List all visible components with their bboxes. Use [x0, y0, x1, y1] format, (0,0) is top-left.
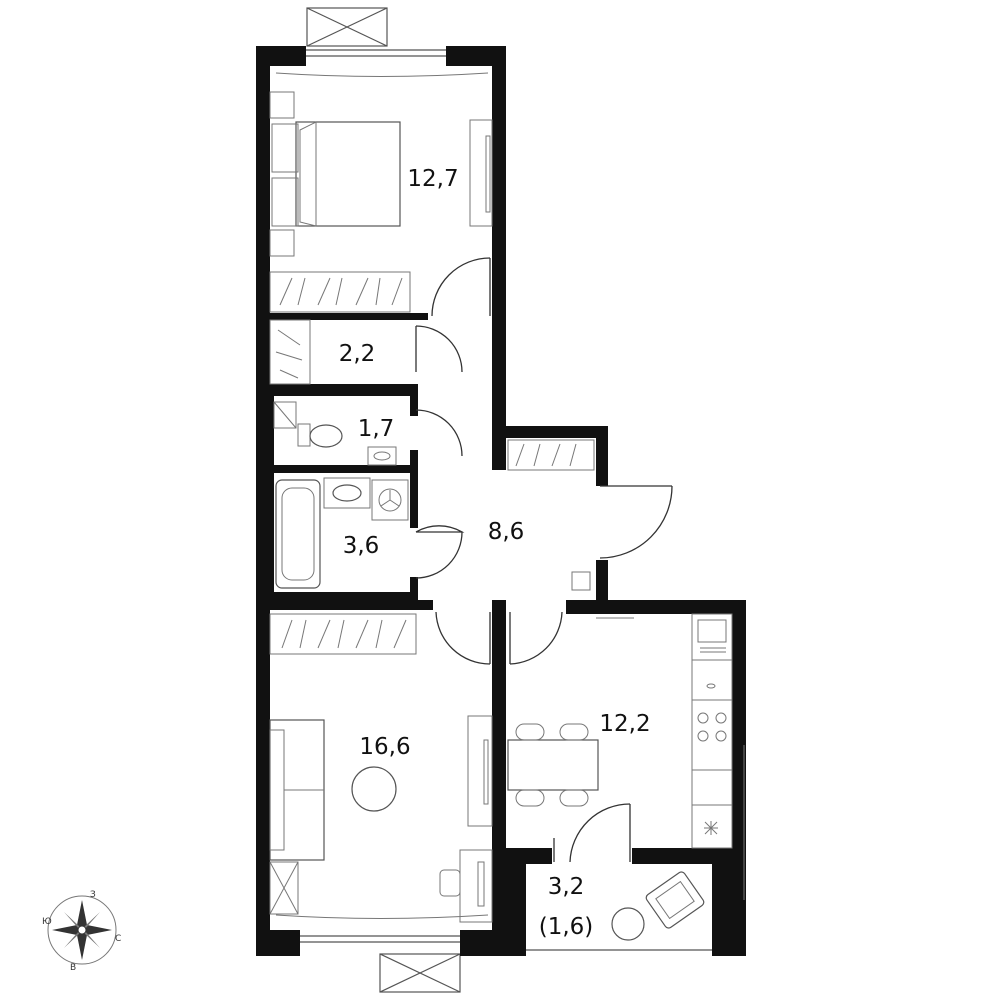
compass-north-label: С	[115, 934, 121, 944]
area-label-wardrobe: 2,2	[339, 341, 376, 367]
compass-east-label: В	[70, 963, 76, 973]
bedroom-tv-stand-icon	[469, 119, 493, 227]
stove-icon	[697, 712, 727, 742]
dining-table-icon	[507, 723, 599, 807]
window-top-ac-unit	[306, 7, 388, 47]
bathroom-sink-icon	[323, 477, 371, 509]
kitchen-tap-icon	[706, 683, 716, 689]
walls	[256, 46, 746, 956]
armchair-icon	[645, 871, 705, 929]
kitchen-counter-icon	[691, 613, 733, 849]
compass-south-label: Ю	[42, 917, 52, 927]
desk-icon	[439, 849, 493, 923]
area-label-kitchen: 12,2	[599, 711, 650, 737]
dresser-icon	[269, 861, 299, 915]
compass-west-label: З	[90, 890, 96, 900]
area-label-loggia-reduced: (1,6)	[539, 914, 594, 940]
fridge-icon	[704, 821, 718, 835]
area-label-hall: 8,6	[488, 519, 525, 545]
area-label-living-room: 16,6	[359, 734, 410, 760]
kitchen-sink-icon	[697, 619, 727, 653]
sofa-icon	[269, 719, 325, 861]
bed-icon	[269, 91, 401, 257]
area-label-toilet: 1,7	[358, 416, 395, 442]
living-tv-stand-icon	[467, 715, 493, 827]
coffee-table-icon	[351, 766, 397, 812]
area-label-loggia: 3,2	[548, 874, 585, 900]
compass-rose-icon: З Ю С В	[42, 890, 121, 973]
storage-shelves-icon	[269, 319, 311, 385]
window-bottom-ac-unit	[379, 953, 461, 993]
hall-shelves-icon	[507, 439, 595, 471]
toilet-icon	[297, 423, 343, 448]
doors	[415, 257, 673, 863]
area-label-bedroom: 12,7	[407, 166, 458, 192]
bedroom-wardrobe-icon	[269, 271, 411, 313]
washing-machine-icon	[371, 479, 409, 521]
area-label-bathroom: 3,6	[343, 533, 380, 559]
side-table-icon	[611, 907, 645, 941]
hall-panel-icon	[571, 571, 591, 591]
living-wardrobe-icon	[269, 613, 417, 655]
riser-icon	[273, 401, 297, 429]
windows	[275, 49, 745, 951]
bathtub-icon	[275, 479, 321, 589]
toilet-sink-icon	[367, 446, 397, 466]
